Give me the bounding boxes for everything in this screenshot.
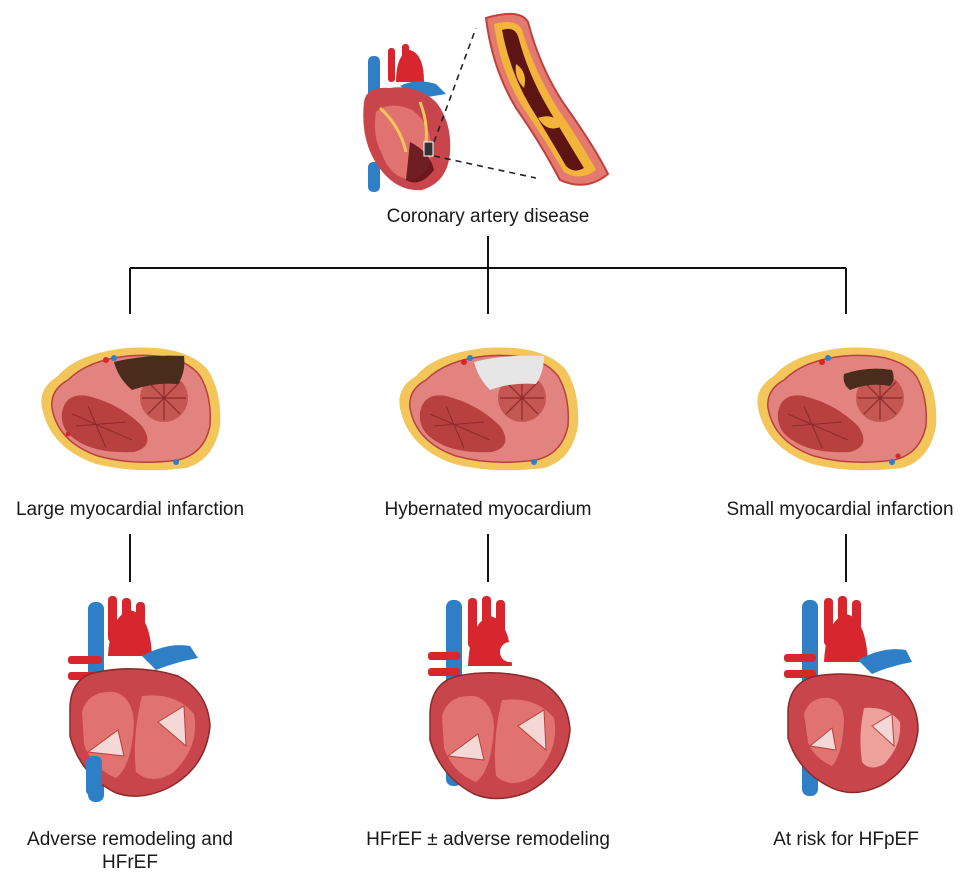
ventricle-cross-section-hibernated-icon (394, 336, 584, 476)
dilated-heart-icon (58, 596, 228, 806)
root-label: Coronary artery disease (368, 205, 608, 228)
outcome-label-hfref: HFrEF ± adverse remodeling (350, 828, 626, 851)
ventricle-cross-section-small-infarct-icon (752, 336, 942, 476)
outcome-label-adverse-remodeling: Adverse remodeling and HFrEF (20, 828, 240, 874)
branch-label-small-infarction: Small myocardial infarction (712, 498, 968, 521)
outcome-label-hfpef: At risk for HFpEF (740, 828, 952, 851)
hypertrophic-heart-icon (774, 596, 944, 806)
narrowed-artery-plaque-icon (476, 8, 616, 188)
ventricle-cross-section-large-infarct-icon (36, 336, 226, 476)
branch-label-large-infarction: Large myocardial infarction (0, 498, 260, 521)
branch-label-hibernated: Hybernated myocardium (360, 498, 616, 521)
dilated-heart-icon (416, 596, 586, 806)
